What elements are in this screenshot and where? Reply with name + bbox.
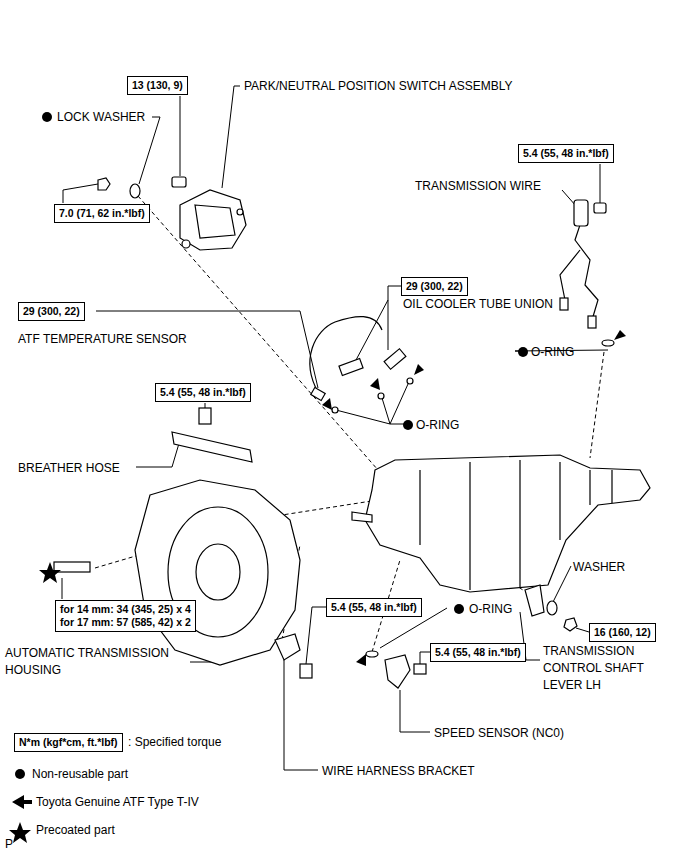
speed-sensor	[385, 655, 410, 688]
torque-value: 16 (160, 12)	[594, 626, 651, 639]
oil-cooler-tube	[310, 317, 382, 392]
breather-hose	[172, 432, 252, 462]
torque-box: 5.4 (55, 48 in.*lbf)	[326, 598, 422, 617]
page-mark: P	[5, 836, 13, 853]
automatic-transmission-housing	[135, 480, 300, 665]
torque-value: for 17 mm: 57 (585, 42) x 2	[60, 616, 191, 629]
legend-text: Toyota Genuine ATF Type T-IV	[36, 794, 199, 811]
nut	[98, 178, 110, 190]
torque-box: 5.4 (55, 48 in.*lbf)	[155, 383, 251, 402]
torque-value: 7.0 (71, 62 in.*lbf)	[59, 207, 145, 220]
torque-box: for 14 mm: 34 (345, 25) x 4for 17 mm: 57…	[55, 600, 196, 632]
lock-washer	[130, 184, 140, 198]
torque-box: 5.4 (55, 48 in.*lbf)	[518, 144, 614, 163]
torque-value: 5.4 (55, 48 in.*lbf)	[435, 646, 521, 659]
torque-value: 5.4 (55, 48 in.*lbf)	[160, 386, 246, 399]
part-name: ATF TEMPERATURE SENSOR	[18, 331, 187, 348]
legend-text: Precoated part	[36, 822, 115, 839]
leader-line	[62, 86, 608, 770]
torque-box: 5.4 (55, 48 in.*lbf)	[430, 643, 526, 662]
part-name: BREATHER HOSE	[18, 460, 120, 477]
torque-value: 29 (300, 22)	[23, 305, 80, 318]
transmission-case	[365, 455, 650, 592]
torque-value: for 14 mm: 34 (345, 25) x 4	[60, 603, 191, 616]
non-reusable-mark	[15, 112, 528, 779]
torque-value: 5.4 (55, 48 in.*lbf)	[523, 147, 609, 160]
torque-value: 29 (300, 22)	[406, 280, 463, 293]
legend-text: Non-reusable part	[32, 766, 128, 783]
torque-box: N*m (kgf*cm, ft.*lbf)	[14, 733, 123, 752]
wire-harness-bracket	[275, 634, 300, 660]
torque-box: 29 (300, 22)	[401, 277, 468, 296]
control-shaft-lever	[525, 585, 544, 616]
torque-value: N*m (kgf*cm, ft.*lbf)	[19, 736, 118, 749]
part-name: WIRE HARNESS BRACKET	[322, 763, 475, 780]
part-name: OIL COOLER TUBE UNION	[403, 296, 553, 313]
part-name: O-RING	[469, 601, 512, 618]
part-name: TRANSMISSION CONTROL SHAFT LEVER LH	[543, 643, 663, 694]
part-name: O-RING	[416, 417, 459, 434]
part-name: PARK/NEUTRAL POSITION SWITCH ASSEMBLY	[244, 78, 513, 95]
part-name: LOCK WASHER	[57, 109, 145, 126]
park-switch	[180, 190, 246, 250]
atf-arrow	[322, 330, 626, 666]
washer	[547, 601, 557, 615]
torque-box: 7.0 (71, 62 in.*lbf)	[54, 204, 150, 223]
part-name: WASHER	[573, 559, 625, 576]
torque-value: 13 (130, 9)	[132, 79, 183, 92]
part-name: TRANSMISSION WIRE	[415, 178, 541, 195]
atf-arrow-legend	[12, 795, 32, 809]
torque-box: 13 (130, 9)	[127, 76, 188, 95]
o-ring	[366, 651, 378, 657]
nut	[564, 618, 577, 631]
part-name: SPEED SENSOR (NC0)	[434, 725, 564, 742]
bolt	[172, 177, 186, 187]
part-name: O-RING	[531, 344, 574, 361]
part-name: AUTOMATIC TRANSMISSION HOUSING	[5, 645, 195, 679]
torque-box: 16 (160, 12)	[589, 623, 656, 642]
torque-box: 29 (300, 22)	[18, 302, 85, 321]
o-ring	[602, 340, 614, 346]
legend-text: : Specified torque	[128, 734, 221, 751]
torque-value: 5.4 (55, 48 in.*lbf)	[331, 601, 417, 614]
